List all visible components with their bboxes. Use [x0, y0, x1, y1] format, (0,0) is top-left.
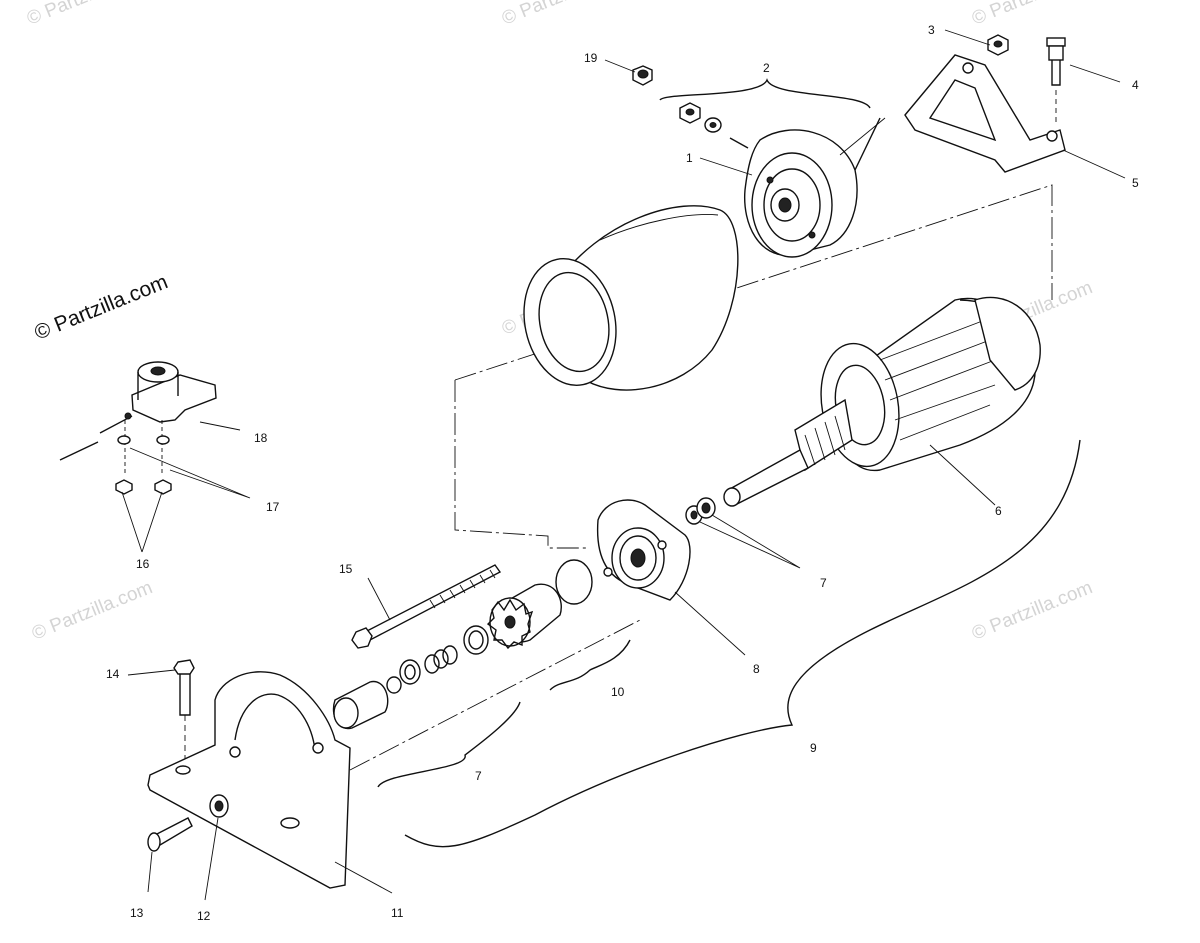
spring-collar-set-7: [332, 625, 489, 730]
callout-12: 12: [197, 909, 211, 923]
part-labels: 19 2 3 4 1 5 6 7 8 10 9 7 15 14 11 12 13…: [106, 23, 1139, 923]
end-cap-1: [743, 117, 886, 258]
bolt-14: [173, 659, 195, 716]
callout-10: 10: [611, 685, 625, 699]
brace-7-lower: [377, 701, 521, 788]
brace-10: [549, 639, 631, 691]
callout-19: 19: [584, 51, 598, 65]
bolt-13: [147, 817, 193, 852]
callout-13: 13: [130, 906, 144, 920]
callout-18: 18: [254, 431, 268, 445]
washers-7: [685, 497, 716, 525]
armature-6: [723, 296, 1041, 507]
nut-19: [632, 65, 653, 86]
leader-lines: [121, 29, 1126, 901]
through-bolt-15: [351, 564, 502, 649]
callout-16: 16: [136, 557, 150, 571]
callout-17: 17: [266, 500, 280, 514]
callout-1: 1: [686, 151, 693, 165]
callout-2: 2: [763, 61, 770, 75]
watermark-text: © Partzilla.com: [29, 577, 156, 644]
drive-end-plate-8: [596, 499, 691, 601]
nut-3: [987, 34, 1009, 56]
callout-3: 3: [928, 23, 935, 37]
callout-7-right: 7: [820, 576, 827, 590]
bracket-5: [904, 54, 1066, 173]
callout-8: 8: [753, 662, 760, 676]
callout-6: 6: [995, 504, 1002, 518]
thrust-washer: [555, 559, 593, 605]
bolt-4: [1046, 37, 1066, 125]
callout-5: 5: [1132, 176, 1139, 190]
watermark-text: © Partzilla.com: [969, 577, 1096, 644]
callout-11: 11: [391, 906, 404, 920]
copyright-text: © Partzilla.com: [31, 270, 171, 344]
watermark-text: © Partzilla.com: [24, 0, 151, 30]
assembly-outline: [349, 619, 641, 771]
nut-washer-set-2: [679, 102, 749, 149]
watermark-text: © Partzilla.com: [499, 0, 626, 30]
nut-washer-16-17: [115, 435, 172, 495]
callout-9: 9: [810, 741, 817, 755]
assembly-outline: [454, 380, 588, 549]
field-housing: [523, 205, 739, 391]
washer-12: [209, 794, 229, 818]
watermark-text: © Partzilla.com: [969, 0, 1096, 30]
callout-7-lower: 7: [475, 769, 482, 783]
callout-15: 15: [339, 562, 353, 576]
mount-bracket-11: [147, 671, 351, 889]
brace-2: [659, 78, 871, 109]
brace-9: [404, 439, 1081, 848]
callout-4: 4: [1132, 78, 1139, 92]
solenoid-18: [59, 361, 217, 475]
callout-14: 14: [106, 667, 120, 681]
pinion-gear-10: [486, 583, 562, 650]
